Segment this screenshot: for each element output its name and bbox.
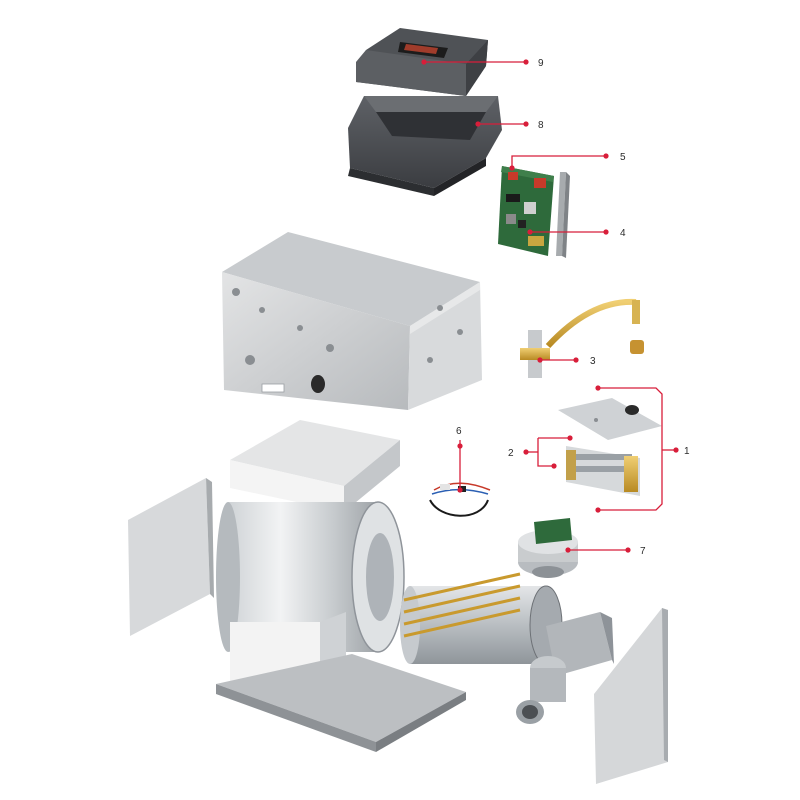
callout-label-3: 3	[590, 356, 596, 367]
callout-2: 2	[508, 435, 573, 469]
callout-leader-line	[537, 438, 554, 467]
callout-dot	[595, 507, 601, 513]
callout-end-dot	[673, 447, 679, 453]
burner-cover-part	[558, 398, 662, 440]
control-board-part	[498, 166, 554, 256]
callout-dot	[565, 547, 571, 553]
callout-label-1: 1	[684, 446, 690, 457]
callout-end-dot	[603, 229, 609, 235]
callout-leader-line	[511, 155, 606, 168]
callout-9: 9	[421, 58, 544, 69]
callout-3: 3	[537, 356, 596, 367]
callout-1: 1	[595, 385, 690, 513]
upper-mount-part	[230, 420, 400, 512]
callout-dot	[595, 385, 601, 391]
callout-dot	[509, 165, 515, 171]
callout-dot	[475, 121, 481, 127]
callout-end-dot	[523, 59, 529, 65]
board-component	[528, 236, 544, 246]
callout-6: 6	[456, 426, 463, 493]
callout-end-dot	[523, 449, 529, 455]
heat-exchanger-part	[400, 572, 563, 665]
callout-label-7: 7	[640, 546, 646, 557]
fan-part	[518, 518, 578, 578]
main-frame-part	[222, 232, 482, 410]
callout-8: 8	[475, 120, 544, 131]
callout-label-6: 6	[456, 426, 462, 437]
board-component	[506, 194, 520, 202]
board-component	[524, 202, 536, 214]
callout-dot	[421, 59, 427, 65]
callout-label-8: 8	[538, 120, 544, 131]
side-panel-left-part	[128, 478, 214, 636]
callout-label-4: 4	[620, 228, 626, 239]
board-component	[506, 214, 516, 224]
drum-housing-part	[216, 501, 405, 694]
side-panel-right-part	[594, 608, 668, 784]
callout-dot	[457, 487, 463, 493]
flue-outlet-part	[516, 612, 614, 724]
callout-layer: 9 8 5 4 3 1 2 6 7	[421, 58, 690, 557]
callout-5: 5	[509, 152, 626, 171]
housing-tray-part	[348, 96, 502, 196]
callout-label-9: 9	[538, 58, 544, 69]
callout-dot	[527, 229, 533, 235]
valve-assembly-part	[520, 298, 644, 378]
callout-end-dot	[573, 357, 579, 363]
board-bracket-part	[556, 172, 570, 258]
board-component	[518, 220, 526, 228]
callout-end-dot	[523, 121, 529, 127]
callout-leader-line	[598, 387, 663, 511]
board-component	[508, 172, 518, 180]
callout-end-dot	[457, 443, 463, 449]
callout-dot	[551, 463, 557, 469]
callout-4: 4	[527, 228, 626, 239]
callout-dot	[567, 435, 573, 441]
base-plate-part	[216, 654, 466, 752]
callout-end-dot	[603, 153, 609, 159]
burner-assembly-part	[566, 446, 640, 496]
callout-7: 7	[565, 546, 646, 557]
callout-dot	[537, 357, 543, 363]
callout-label-2: 2	[508, 448, 514, 459]
board-component	[534, 178, 546, 188]
callout-label-5: 5	[620, 152, 626, 163]
callout-end-dot	[625, 547, 631, 553]
